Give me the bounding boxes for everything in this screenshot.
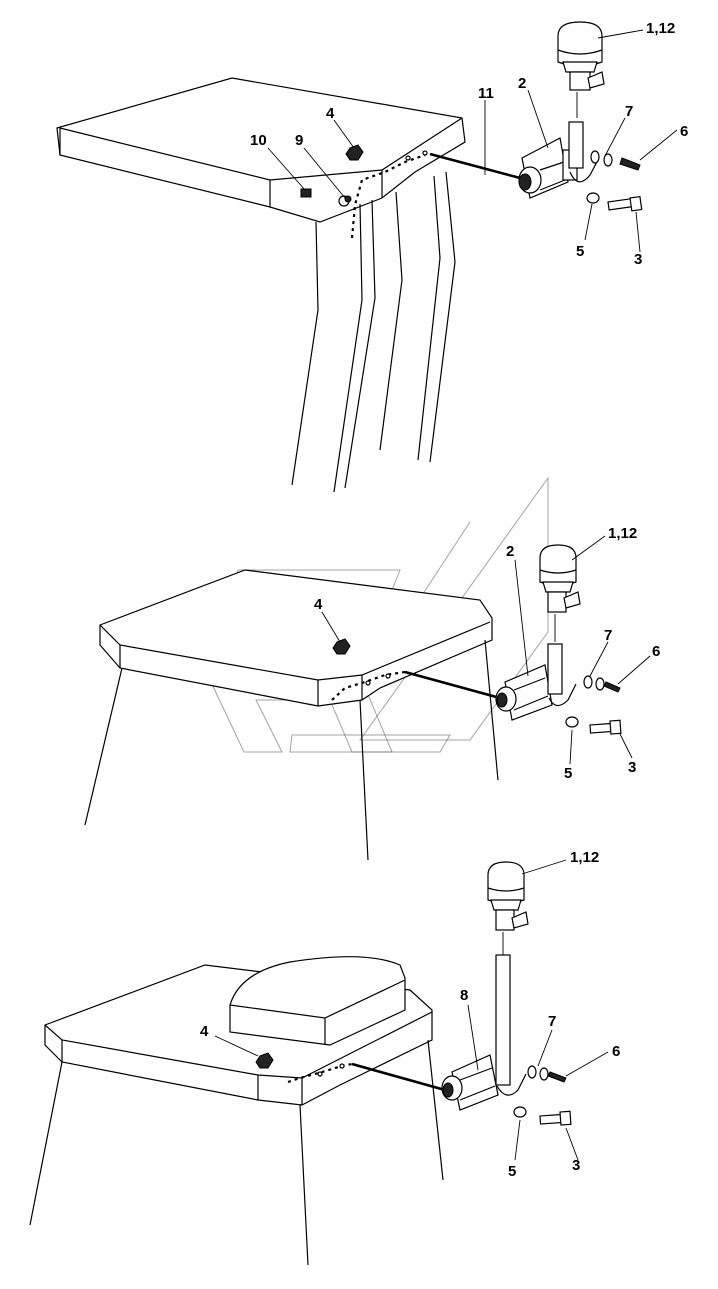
label-3: 3 xyxy=(628,759,636,776)
lamp-pipe-3 xyxy=(495,954,511,1086)
cab-pillars-1 xyxy=(291,171,456,493)
cab-roof-1 xyxy=(56,77,466,223)
lamp-pipe-2 xyxy=(547,643,563,695)
bracket-2b xyxy=(495,664,553,721)
wire-harness-1 xyxy=(350,153,426,239)
label-11: 11 xyxy=(478,85,494,102)
small-parts-3 xyxy=(255,1052,572,1126)
label-5: 5 xyxy=(508,1163,516,1180)
label-3: 3 xyxy=(634,251,642,268)
cable-3 xyxy=(351,1062,446,1092)
beacon-lamp-1 xyxy=(557,21,605,118)
wire-harness-3 xyxy=(287,1062,353,1084)
beacon-lamp-3 xyxy=(487,861,529,955)
bracket-8 xyxy=(441,1054,499,1111)
lamp-pipe-1 xyxy=(568,121,584,169)
label-4: 4 xyxy=(326,105,335,122)
cab-pillars-3 xyxy=(29,1039,444,1266)
diagram-3: 1,12 8 4 7 6 5 3 xyxy=(29,849,620,1266)
label-10: 10 xyxy=(250,132,267,149)
label-8: 8 xyxy=(460,987,468,1004)
label-7: 7 xyxy=(548,1013,556,1030)
label-6: 6 xyxy=(612,1043,620,1060)
label-2: 2 xyxy=(506,543,514,560)
label-4: 4 xyxy=(200,1023,209,1040)
leaders-2 xyxy=(321,535,651,765)
label-7: 7 xyxy=(625,103,633,120)
bracket-2 xyxy=(518,137,578,199)
label-5: 5 xyxy=(576,243,584,260)
leaders-3 xyxy=(214,859,609,1161)
label-6: 6 xyxy=(652,643,660,660)
label-5: 5 xyxy=(564,765,572,782)
cab-roof-2 xyxy=(99,569,493,707)
small-parts-1 xyxy=(300,144,643,212)
label-9: 9 xyxy=(295,132,303,149)
label-2: 2 xyxy=(518,75,526,92)
diagram-1: 1,12 2 11 4 10 9 7 6 5 3 xyxy=(56,20,688,493)
label-1-12: 1,12 xyxy=(608,525,637,542)
label-6: 6 xyxy=(680,123,688,140)
leaders-1 xyxy=(267,29,678,253)
small-parts-2 xyxy=(332,638,622,735)
label-1-12: 1,12 xyxy=(570,849,599,866)
beacon-lamp-2 xyxy=(539,544,581,642)
label-3: 3 xyxy=(572,1157,580,1174)
roof-hatch xyxy=(229,956,406,1046)
cab-pillars-2 xyxy=(84,639,499,861)
cable-2 xyxy=(404,670,501,700)
label-4: 4 xyxy=(314,596,323,613)
label-1-12: 1,12 xyxy=(646,20,675,37)
diagram-2: 1,12 2 4 7 6 5 3 xyxy=(84,525,660,861)
label-7: 7 xyxy=(604,627,612,644)
cable-11 xyxy=(429,152,521,180)
